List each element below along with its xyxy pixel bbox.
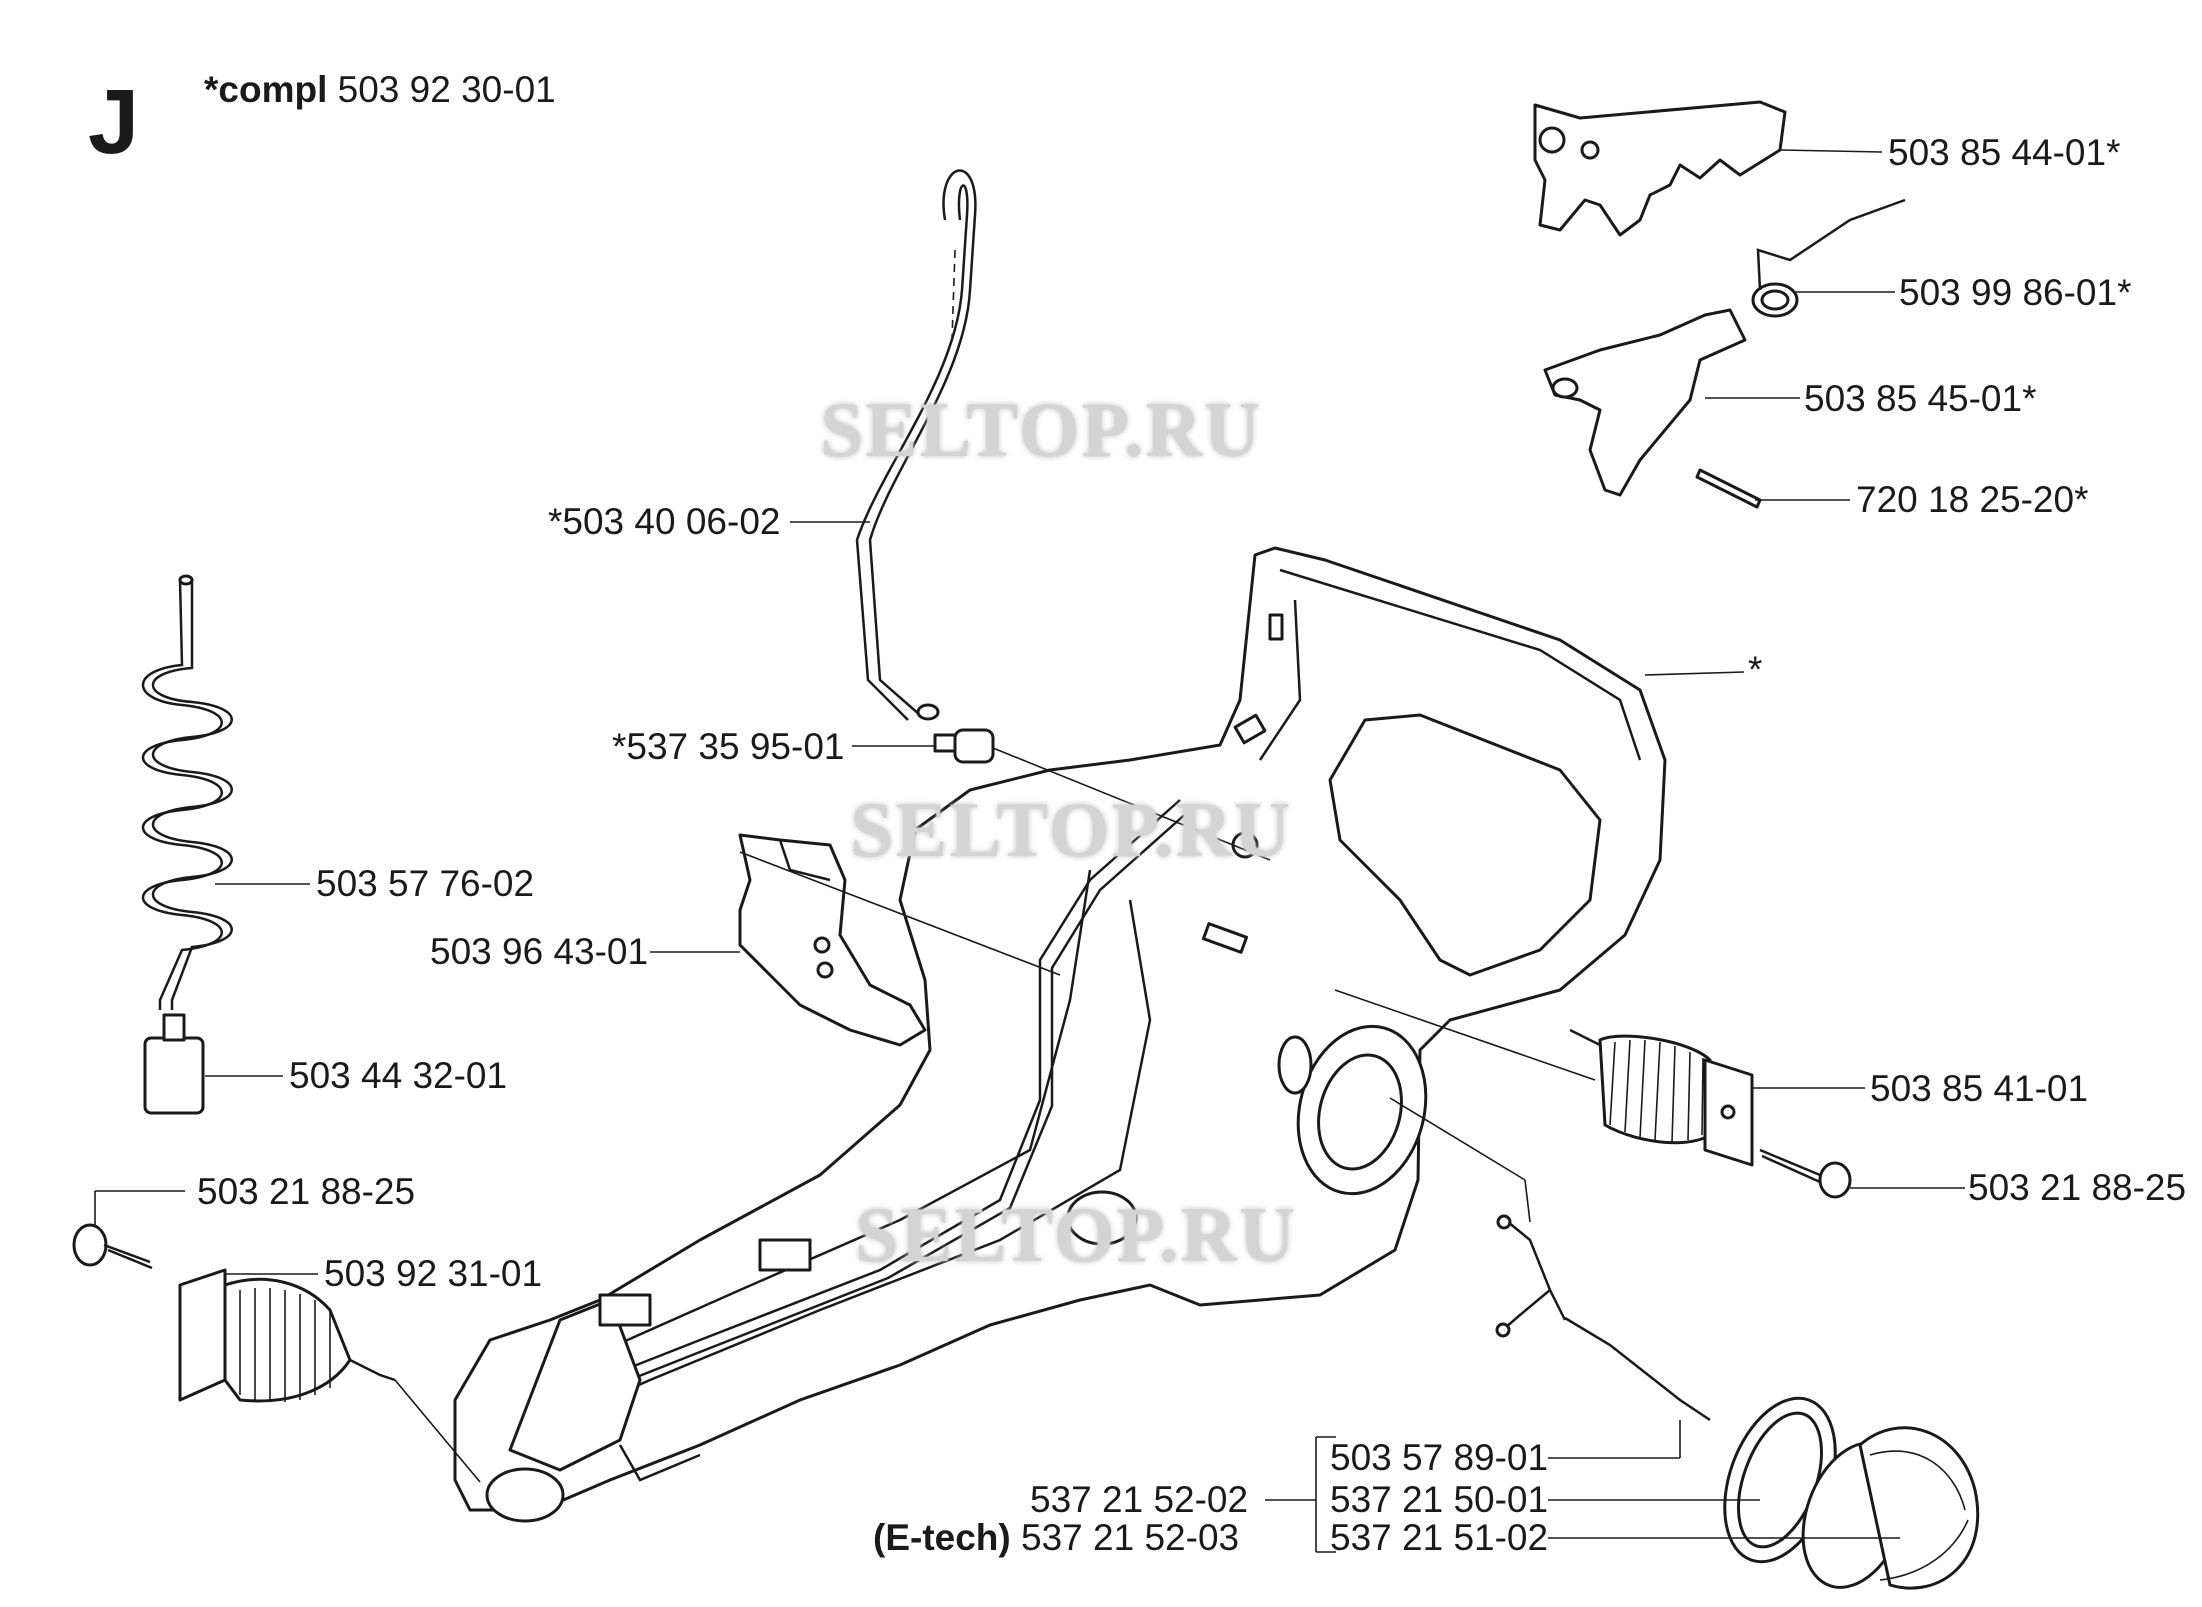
av-spring-right-part [1334, 989, 1754, 1167]
pin-part [1695, 468, 1762, 509]
watermark-middle: SELTOP.RU [850, 786, 1293, 873]
callout-lockout: 503 85 45-01* [1804, 378, 2037, 419]
callout-cap-strap: 503 57 89-01 [1330, 1437, 1549, 1478]
callout-cap-assembly: 537 21 52-02 [1030, 1479, 1249, 1520]
callout-fuel-hose: *503 40 06-02 [548, 501, 781, 542]
callout-cap: 537 21 51-02 [1330, 1517, 1549, 1558]
etech-prefix: (E-tech) [873, 1517, 1011, 1558]
watermark-top: SELTOP.RU [820, 386, 1263, 473]
callout-bracket: 503 96 43-01 [430, 931, 649, 972]
fuel-cap-part [1801, 1426, 1980, 1590]
callout-pin: 720 18 25-20* [1856, 479, 2089, 520]
assembly-prefix: *compl [204, 69, 328, 110]
etech-part-number: 537 21 52-03 [1021, 1517, 1240, 1558]
callout-fuel-filter: 503 44 32-01 [289, 1055, 508, 1096]
callout-fuel-filter-star: *537 35 95-01 [612, 726, 845, 767]
screw-left-part [72, 1223, 153, 1270]
callout-cap-seal: 537 21 50-01 [1330, 1479, 1549, 1520]
fuel-filter-part [143, 1013, 205, 1115]
callout-trigger-spring: 503 99 86-01* [1899, 272, 2132, 313]
trigger-spring-part [1751, 198, 1906, 318]
watermark-bottom: SELTOP.RU [855, 1191, 1298, 1278]
callout-screw-left: 503 21 88-25 [197, 1171, 416, 1212]
fuel-hose-part [855, 169, 977, 721]
assembly-part-number: 503 92 30-01 [337, 69, 556, 110]
callout-trigger: 503 85 44-01* [1888, 132, 2121, 173]
fuel-filter-inline-part [933, 728, 1271, 861]
assembly-number: *compl 503 92 30-01 [204, 70, 556, 110]
av-spring-left-part [178, 1268, 481, 1483]
callout-cap-assembly-etech: (E-tech) 537 21 52-03 [873, 1518, 1239, 1558]
tank-handle-body [453, 546, 1667, 1523]
trigger-lockout-part [1543, 308, 1747, 497]
callout-handle: * [1748, 649, 1763, 690]
coiled-hose-part [141, 574, 233, 1010]
callout-av-right: 503 85 41-01 [1870, 1068, 2089, 1109]
cap-strap-part [1389, 1097, 1711, 1422]
trigger-part [1533, 100, 1787, 237]
callout-av-left: 503 92 31-01 [324, 1253, 543, 1294]
bracket-part [738, 833, 1061, 1047]
screw-right-part [1759, 1148, 1852, 1199]
leader-lines [94, 149, 1965, 1553]
callout-screw-right: 503 21 88-25 [1968, 1167, 2187, 1208]
callout-coil-hose: 503 57 76-02 [316, 863, 535, 904]
section-letter: J [88, 71, 140, 173]
